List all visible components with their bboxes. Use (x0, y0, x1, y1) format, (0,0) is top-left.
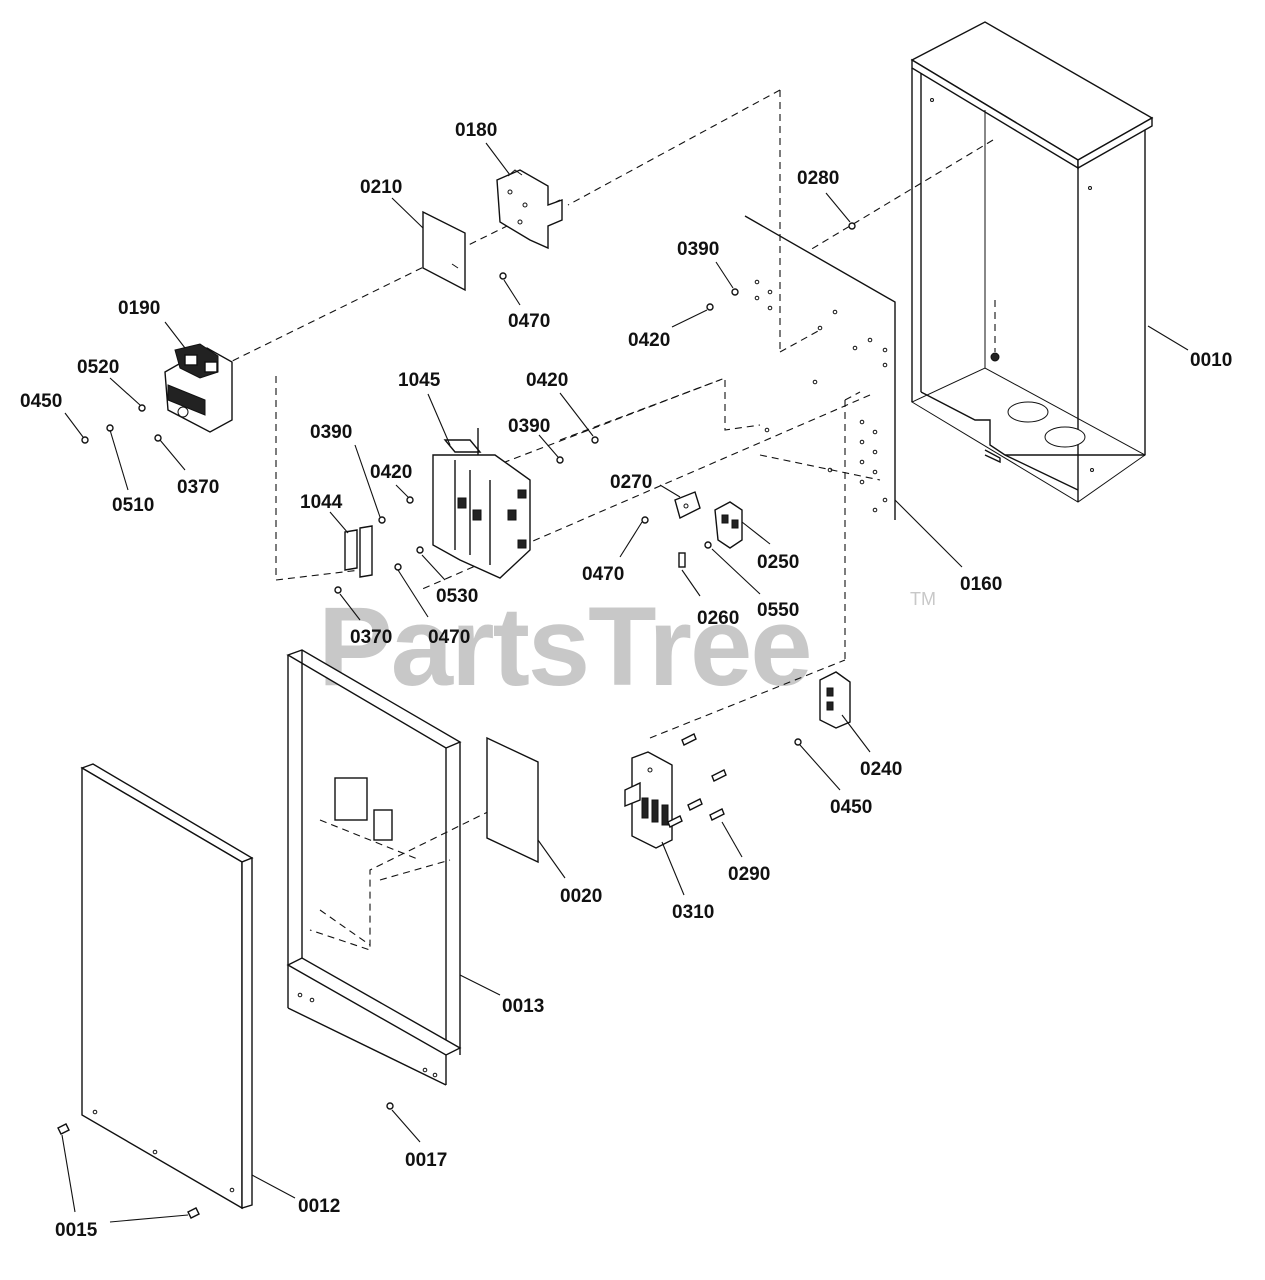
callout-0280[interactable]: 0280 (797, 168, 839, 189)
callout-0310[interactable]: 0310 (672, 902, 714, 923)
relay-part-0190[interactable] (164, 343, 233, 433)
callout-1044[interactable]: 1044 (300, 492, 343, 513)
callout-0470-a[interactable]: 0470 (508, 311, 550, 332)
callout-0450-a[interactable]: 0450 (20, 391, 62, 412)
clip-part-1044[interactable] (344, 525, 373, 578)
callout-0420-b[interactable]: 0420 (526, 370, 568, 391)
callout-0550[interactable]: 0550 (757, 600, 799, 621)
plate-part-0210[interactable] (422, 210, 466, 292)
callout-1045[interactable]: 1045 (398, 370, 441, 391)
callout-0290[interactable]: 0290 (728, 864, 770, 885)
nut-0390-c (378, 516, 386, 524)
washer-0530 (416, 546, 424, 554)
screw-0015-b (187, 1207, 200, 1219)
circuit-board-part-0310[interactable] (624, 751, 673, 849)
washer-0520 (138, 404, 146, 412)
callout-0020[interactable]: 0020 (560, 886, 602, 907)
callout-0250[interactable]: 0250 (757, 552, 799, 573)
screw-0450-b (794, 738, 802, 746)
washer-0420-b (591, 436, 599, 444)
callout-labels: 0010 0012 0013 0015 0017 0020 0160 0180 … (20, 120, 1232, 1241)
callout-0530[interactable]: 0530 (436, 586, 478, 607)
callout-0420-a[interactable]: 0420 (628, 330, 670, 351)
screw-0015-a (57, 1123, 70, 1135)
part-0270[interactable] (674, 491, 701, 520)
nut-0280 (848, 222, 856, 230)
enclosure-part-0010[interactable] (910, 21, 1154, 503)
callout-0450-b[interactable]: 0450 (830, 797, 872, 818)
callout-0520[interactable]: 0520 (77, 357, 119, 378)
callout-0010[interactable]: 0010 (1190, 350, 1232, 371)
watermark-tm: TM (910, 589, 936, 609)
part-0260[interactable] (678, 552, 686, 568)
callout-0017[interactable]: 0017 (405, 1150, 447, 1171)
screw-0370-a (154, 434, 162, 442)
callout-0210[interactable]: 0210 (360, 177, 402, 198)
back-panel-holes (754, 279, 888, 513)
washer-part-0550[interactable] (704, 541, 712, 549)
leader-lines (61, 142, 1189, 1223)
callout-0390-c[interactable]: 0390 (508, 416, 550, 437)
callout-0370-a[interactable]: 0370 (177, 477, 219, 498)
callout-0510[interactable]: 0510 (112, 495, 154, 516)
assembly-guide-lines (221, 89, 996, 951)
callout-0190[interactable]: 0190 (118, 298, 160, 319)
screw-0450-a (81, 436, 89, 444)
callout-0012[interactable]: 0012 (298, 1196, 340, 1217)
callout-0370-b[interactable]: 0370 (350, 627, 392, 648)
callout-0260[interactable]: 0260 (697, 608, 739, 629)
callout-0470-b[interactable]: 0470 (428, 627, 470, 648)
callout-0160[interactable]: 0160 (960, 574, 1002, 595)
callout-0270[interactable]: 0270 (610, 472, 652, 493)
callout-0390-b[interactable]: 0390 (310, 422, 352, 443)
screw-0017 (386, 1102, 394, 1110)
callout-0470-c[interactable]: 0470 (582, 564, 624, 585)
part-0240[interactable] (819, 671, 851, 729)
callout-0015[interactable]: 0015 (55, 1220, 98, 1241)
watermark-text: PartsTree (318, 584, 811, 709)
part-0250[interactable] (714, 501, 743, 549)
back-panel-part-0160[interactable] (724, 90, 896, 660)
callout-0390-a[interactable]: 0390 (677, 239, 719, 260)
window-part-0020[interactable] (486, 736, 539, 864)
nut-0390-a (731, 288, 739, 296)
door-frame-part-0013[interactable] (286, 649, 462, 1086)
callout-0180[interactable]: 0180 (455, 120, 497, 141)
contactor-part-1045[interactable] (432, 428, 531, 579)
callout-0013[interactable]: 0013 (502, 996, 544, 1017)
door-panel-part-0012[interactable] (80, 763, 254, 1210)
screw-0470-a (499, 272, 507, 280)
screw-0470-b (394, 563, 402, 571)
screw-0370-b (334, 586, 342, 594)
hardware (57, 222, 856, 1219)
callout-0240[interactable]: 0240 (860, 759, 902, 780)
bracket-part-0180[interactable] (496, 169, 563, 250)
nut-0390-b (556, 456, 564, 464)
callout-0420-c[interactable]: 0420 (370, 462, 412, 483)
washer-0420-a (706, 303, 714, 311)
washer-0420-c (406, 496, 414, 504)
screw-0470-c (641, 516, 649, 524)
